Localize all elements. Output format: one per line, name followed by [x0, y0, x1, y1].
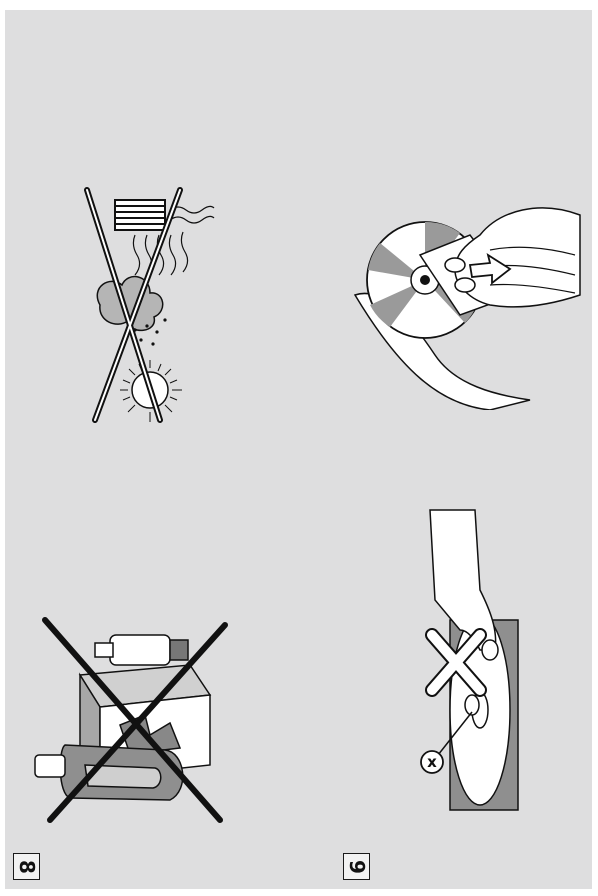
figure-number-right: 9 — [343, 853, 370, 880]
manual-page: x 8 9 — [5, 10, 592, 889]
heat-moisture-sun-crossed-icon — [75, 180, 225, 425]
label-marker-x: x — [423, 751, 441, 773]
figure-number-left: 8 — [13, 853, 40, 880]
cleaning-solvents-crossed-icon — [25, 605, 230, 830]
hand-wiping-disc-outward-icon — [350, 195, 585, 410]
figure-number-right-label: 9 — [344, 860, 368, 874]
figure-number-left-label: 8 — [14, 860, 38, 874]
